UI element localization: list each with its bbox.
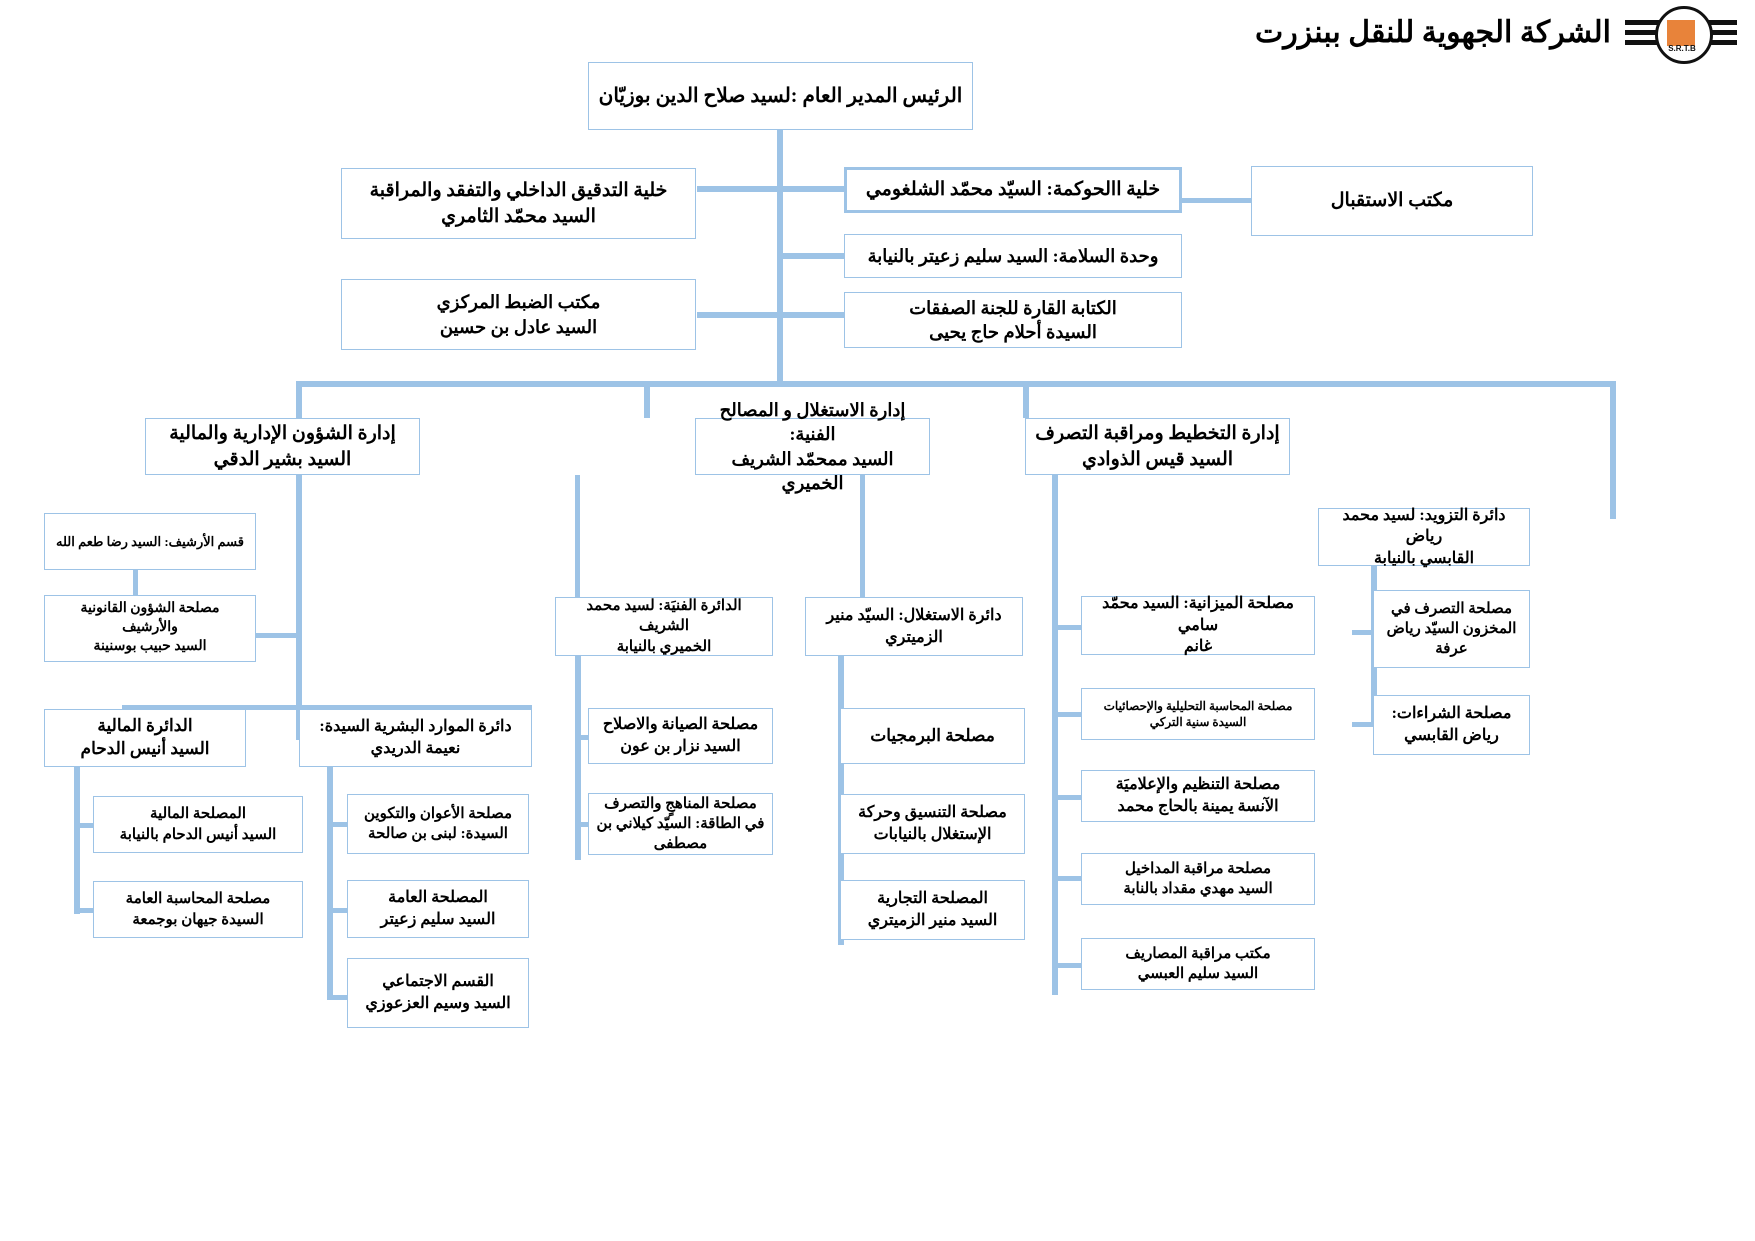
node-legal-affairs-archive-service[interactable]: مصلحة الشؤون القانونية والأرشيف السيد حب… — [44, 595, 256, 662]
node-audit-unit[interactable]: خلية التدقيق الداخلي والتفقد والمراقبة ا… — [341, 168, 696, 239]
connector-planning-s5 — [1052, 963, 1082, 968]
node-operations-department[interactable]: دائرة الاستغلال: السيّد منير الزميتري — [805, 597, 1023, 656]
node-hr-department[interactable]: دائرة الموارد البشرية السيدة: نعيمة الدر… — [299, 709, 532, 767]
connector-ops-tech-trunk — [575, 475, 580, 597]
node-finance-department[interactable]: الدائرة المالية السيد أنيس الدحام — [44, 709, 246, 767]
connector-planning-s2 — [1052, 712, 1082, 717]
node-general-service[interactable]: المصلحة العامة السيد سليم زعيتر — [347, 880, 529, 938]
node-methods-energy-service[interactable]: مصلحة المناهجٍ والتصرف في الطاقة: السيّد… — [588, 793, 773, 855]
node-expense-control-office[interactable]: مكتب مراقبة المصاريف السيد سليم العبسي — [1081, 938, 1315, 990]
node-governance-unit[interactable]: خلية االحوكمة: السيّد محمّد الشلغومي — [844, 167, 1182, 213]
node-programming-service[interactable]: مصلحة البرمجيات — [840, 708, 1025, 764]
node-revenue-control-service[interactable]: مصلحة مراقبة المداخيل السيد مهدي مقداد ب… — [1081, 853, 1315, 905]
connector-planning-s3 — [1052, 795, 1082, 800]
connector-bus-left-drop — [296, 381, 302, 418]
connector-planning-s4 — [1052, 876, 1082, 881]
node-archive-section[interactable]: قسم الأرشيف: السيد رضا طعم الله — [44, 513, 256, 570]
connector-supply-s1 — [1352, 630, 1376, 635]
connector-ceo-audit — [697, 186, 783, 192]
node-direction-admin-finance[interactable]: إدارة الشؤون الإدارية والمالية السيد بشي… — [145, 418, 420, 475]
logo-text: S.R.T.B — [1668, 44, 1696, 53]
connector-hr-s1 — [327, 822, 349, 827]
connector-admin-to-legal — [250, 633, 302, 638]
connector-ceo-tenders — [777, 312, 845, 318]
connector-tech-s2 — [575, 822, 597, 827]
connector-hr-s3 — [327, 995, 349, 1000]
connector-finance-s2 — [74, 908, 96, 913]
node-maintenance-repair-service[interactable]: مصلحة الصيانة والاصلاح السيد نزار بن عون — [588, 708, 773, 764]
connector-finance-s1 — [74, 823, 96, 828]
node-commercial-service[interactable]: المصلحة التجارية السيد منير الزميتري — [840, 880, 1025, 940]
node-ceo[interactable]: الرئيس المدير العام :لسيد صلاح الدين بوز… — [588, 62, 973, 130]
connector-finance-trunk — [74, 764, 80, 914]
connector-bus-far-right-drop — [1610, 381, 1616, 519]
connector-admin-sub-bus — [122, 705, 532, 710]
page-title: الشركة الجهوية للنقل ببنزرت — [1254, 15, 1611, 49]
node-analytical-accounting-service[interactable]: مصلحة المحاسبة التحليلية والإحصائيات الس… — [1081, 688, 1315, 740]
connector-admin-trunk — [296, 475, 302, 740]
node-general-accounting-service[interactable]: مصلحة المحاسبة العامة السيدة جيهان بوجمع… — [93, 881, 303, 938]
connector-ceo-governance — [777, 186, 845, 192]
node-tenders-committee[interactable]: الكتابة القارة للجنة الصفقات السيدة أحلا… — [844, 292, 1182, 348]
node-technical-department[interactable]: الدائرة الفنيَة: لسيد محمد الشريف الخمير… — [555, 597, 773, 656]
node-finance-service[interactable]: المصلحة المالية السيد أنيس الدحام بالنيا… — [93, 796, 303, 853]
connector-planning-s1 — [1052, 625, 1082, 630]
node-supply-department[interactable]: دائرة التزويد: لسيد محمد رياض القابسي با… — [1318, 507, 1530, 567]
connector-supply-s2 — [1352, 722, 1376, 727]
node-purchasing-service[interactable]: مصلحة الشراءات: رياض القابسي — [1373, 695, 1530, 755]
node-budget-service[interactable]: مصلحة الميزانية: السيد محمّد سامي غانم — [1081, 595, 1315, 655]
node-coordination-service[interactable]: مصلحة التنسيق وحركة الإستغلال بالنيابات — [840, 794, 1025, 854]
connector-governance-reception — [1181, 198, 1251, 203]
node-direction-planning-control[interactable]: إدارة التخطيط ومراقبة التصرف السيد قيس ا… — [1025, 418, 1290, 475]
node-agents-training-service[interactable]: مصلحة الأعوان والتكوين السيدة: لبنى بن ص… — [347, 794, 529, 854]
node-organization-media-service[interactable]: مصلحة التنظيم والإعلاميَة الآنسة يمينة ب… — [1081, 770, 1315, 822]
connector-hr-trunk — [327, 764, 333, 999]
connector-ceo-registry — [697, 312, 783, 318]
connector-main-bus — [296, 381, 1616, 387]
node-central-registry[interactable]: مكتب الضبط المركزي السيد عادل بن حسين — [341, 279, 696, 350]
connector-ops-drop — [860, 475, 865, 597]
connector-tech-trunk — [575, 655, 581, 860]
connector-bus-right-drop — [1023, 381, 1029, 418]
connector-bus-mid-drop — [644, 381, 650, 418]
srtb-logo: S.R.T.B — [1625, 4, 1737, 64]
node-safety-unit[interactable]: وحدة السلامة: السيد سليم زعيتر بالنيابة — [844, 234, 1182, 278]
connector-hr-s2 — [327, 908, 349, 913]
page-header: الشركة الجهوية للنقل ببنزرت S.R.T.B — [1254, 4, 1737, 64]
connector-tech-s1 — [575, 735, 597, 740]
connector-ceo-safety — [777, 253, 845, 259]
node-reception-office[interactable]: مكتب الاستقبال — [1251, 166, 1533, 236]
node-stock-management-service[interactable]: مصلحة التصرف في المخزون السيّد رياض عرفة — [1373, 590, 1530, 668]
node-direction-operations-technical[interactable]: إدارة الاستغلال و المصالح الفنية: السيد … — [695, 400, 930, 493]
node-social-section[interactable]: القسم الاجتماعي السيد وسيم العزعوزي — [347, 958, 529, 1028]
connector-planning-trunk — [1052, 475, 1058, 995]
